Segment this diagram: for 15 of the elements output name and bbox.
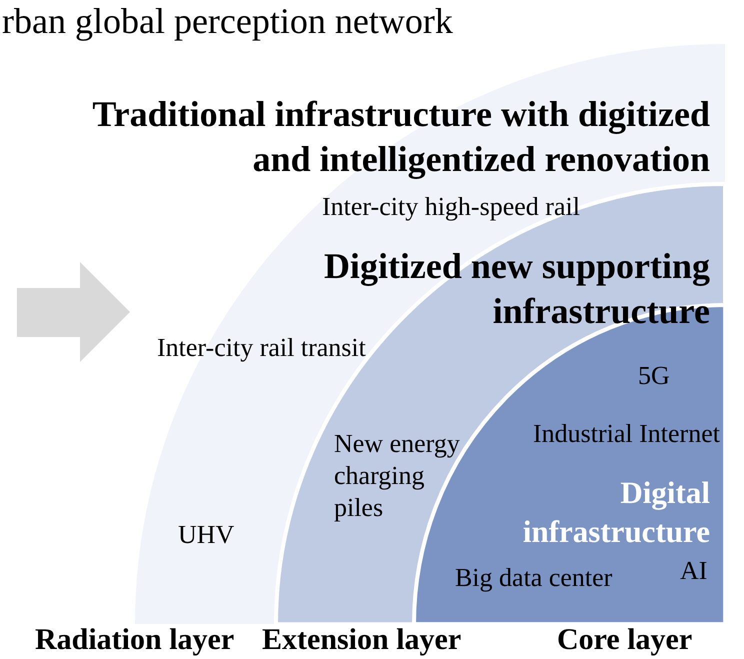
item-label: 5G — [638, 360, 670, 391]
item-label: UHV — [178, 520, 234, 550]
layer-heading: Digital infrastructure — [522, 474, 710, 551]
layer-name: Extension layer — [262, 624, 462, 656]
layer-heading: Traditional infrastructure with digitized and intelligentized renovation — [91, 93, 710, 181]
item-label: Inter-city high-speed rail — [322, 192, 580, 222]
layer-name: Core layer — [556, 624, 692, 656]
layer-name: Radiation layer — [35, 624, 234, 656]
item-label: New energy charging piles — [334, 428, 461, 524]
item-label: Big data center — [454, 562, 612, 593]
item-label: Inter-city rail transit — [157, 333, 366, 363]
item-label: AI — [680, 556, 708, 586]
diagram-title: rban global perception network — [2, 1, 453, 41]
layer-heading: Digitized new supporting infrastructure — [322, 244, 710, 333]
item-label: Industrial Internet — [532, 418, 720, 449]
